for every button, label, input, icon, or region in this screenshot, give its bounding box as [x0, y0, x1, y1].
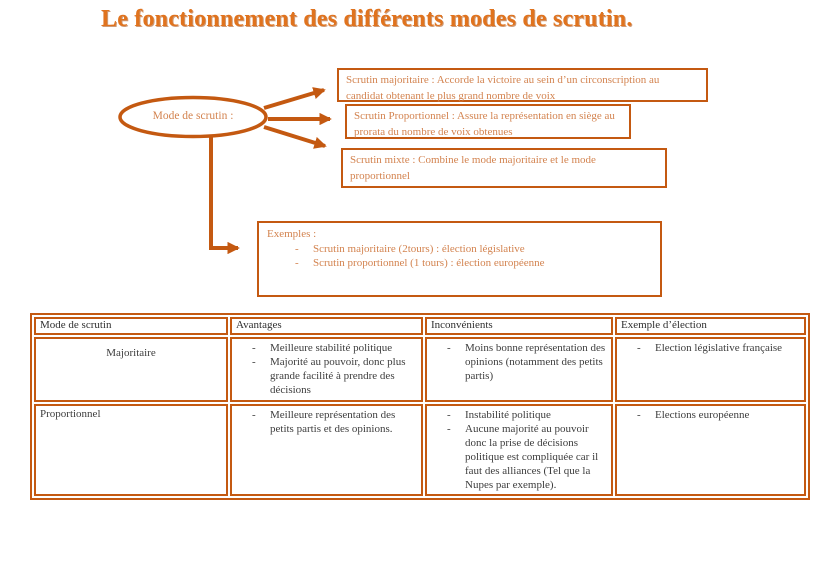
comparison-table: Mode de scrutin Avantages Inconvénients … — [30, 313, 810, 500]
bullet-item: Election législative française — [617, 341, 800, 355]
table-row-majoritaire: Majoritaire Meilleure stabilité politiqu… — [34, 337, 806, 402]
bullet-item: Elections européenne — [617, 408, 800, 422]
box-scrutin-proportionnel-text: Scrutin Proportionnel : Assure la représ… — [354, 110, 615, 138]
arrow-to-majoritaire — [263, 87, 326, 110]
cell-exemples: Elections européenne — [615, 403, 806, 496]
header-inconvenients: Inconvénients — [425, 317, 613, 336]
header-mode-de-scrutin: Mode de scrutin — [34, 317, 228, 336]
header-exemple-delection: Exemple d’élection — [615, 317, 806, 336]
page-title: Le fonctionnement des différents modes d… — [101, 6, 633, 32]
bullet-item: Majorité au pouvoir, donc plus grande fa… — [232, 355, 417, 397]
cell-exemples: Election législative française — [615, 337, 806, 402]
box-scrutin-majoritaire-text: Scrutin majoritaire : Accorde la victoir… — [346, 74, 660, 102]
cell-inconvenients: Instabilité politique Aucune majorité au… — [425, 403, 613, 496]
bullet-item: Meilleure représentation des petits part… — [232, 408, 417, 436]
box-exemples: Exemples : Scrutin majoritaire (2tours) … — [257, 221, 662, 297]
cell-mode: Proportionnel — [34, 403, 228, 496]
bullet-item: Instabilité politique — [427, 408, 607, 422]
box-scrutin-mixte: Scrutin mixte : Combine le mode majorita… — [341, 148, 667, 188]
exemples-title: Exemples : — [267, 228, 317, 240]
cell-mode: Majoritaire — [34, 337, 228, 402]
cell-avantages: Meilleure stabilité politique Majorité a… — [230, 337, 423, 402]
box-scrutin-proportionnel: Scrutin Proportionnel : Assure la représ… — [345, 104, 631, 139]
cell-inconvenients: Moins bonne représentation des opinions … — [425, 337, 613, 402]
exemples-item: Scrutin majoritaire (2tours) : élection … — [267, 242, 652, 257]
elbow-connector-to-examples — [209, 137, 240, 255]
arrow-to-mixte — [263, 125, 327, 149]
cell-avantages: Meilleure représentation des petits part… — [230, 403, 423, 496]
exemples-item: Scrutin proportionnel (1 tours) : électi… — [267, 256, 652, 271]
table-header-row: Mode de scrutin Avantages Inconvénients … — [34, 317, 806, 336]
root-ellipse-label: Mode de scrutin : — [152, 110, 234, 122]
bullet-item: Moins bonne représentation des opinions … — [427, 341, 607, 383]
bullet-item: Meilleure stabilité politique — [232, 341, 417, 355]
bullet-item: Aucune majorité au pouvoir donc la prise… — [427, 422, 607, 492]
table-row-proportionnel: Proportionnel Meilleure représentation d… — [34, 403, 806, 496]
box-scrutin-mixte-text: Scrutin mixte : Combine le mode majorita… — [350, 154, 596, 182]
box-scrutin-majoritaire: Scrutin majoritaire : Accorde la victoir… — [337, 68, 708, 102]
header-avantages: Avantages — [230, 317, 423, 336]
